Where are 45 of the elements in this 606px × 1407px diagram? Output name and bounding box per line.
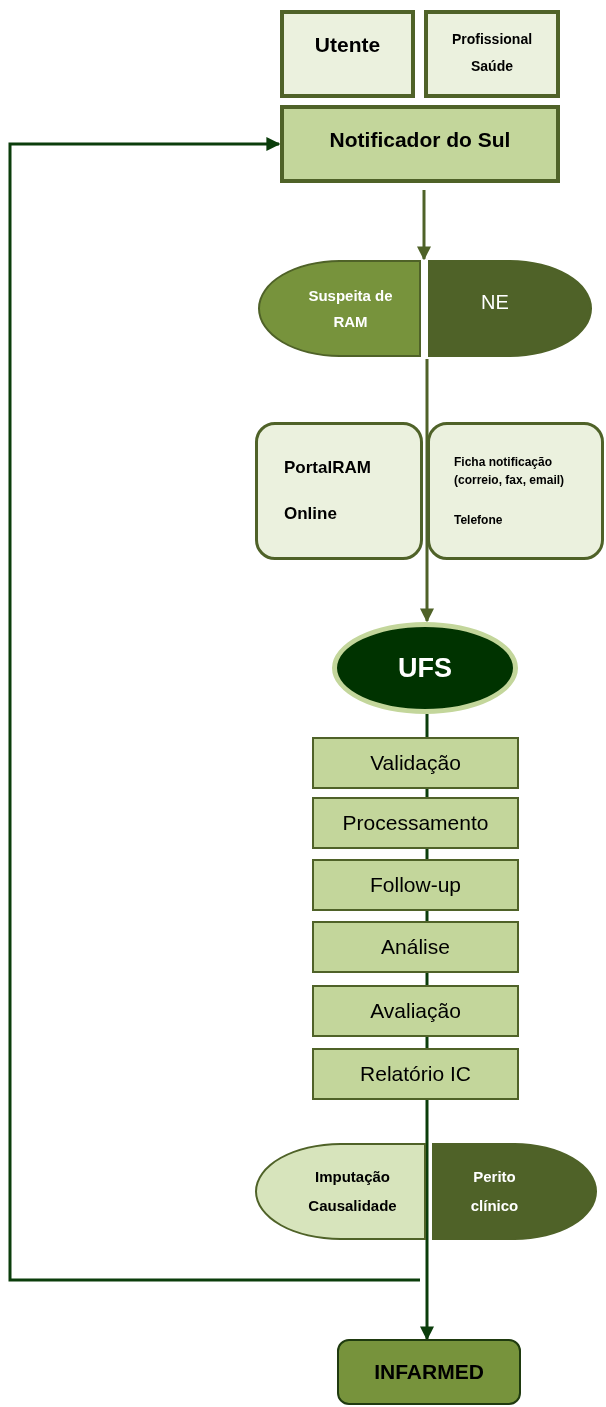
arrow: [420, 359, 434, 623]
half-pill-shape: [255, 1143, 426, 1240]
rounded-box: [337, 1339, 521, 1405]
connector-line: [425, 849, 429, 859]
step-box: [312, 1048, 519, 1100]
rounded-box: [255, 422, 423, 560]
connector-line: [425, 789, 429, 797]
person-box: [280, 10, 415, 98]
node-label: Notificador do Sul: [329, 127, 511, 153]
node-label: Suspeita de RAM: [307, 286, 394, 332]
process-box: [280, 105, 560, 183]
step-box: [312, 859, 519, 911]
step-box: [312, 985, 519, 1037]
channel-label: Telefone: [454, 512, 503, 529]
node-label: UFS: [398, 651, 452, 685]
arrow: [417, 190, 431, 261]
node-label: Follow-up: [369, 872, 461, 898]
node-label: Relatório IC: [360, 1061, 471, 1087]
node-label: Utente: [314, 32, 381, 58]
node-label: Validação: [370, 750, 461, 776]
step-box: [312, 737, 519, 789]
person-box: [424, 10, 560, 98]
connector-line: [425, 973, 429, 985]
node-label: NE: [481, 290, 509, 314]
node-label: INFARMED: [374, 1359, 484, 1385]
rounded-box: [427, 422, 604, 560]
node-label: Avaliação: [370, 998, 461, 1024]
channel-label: Online: [284, 504, 337, 525]
arrow: [420, 1100, 434, 1341]
half-pill-shape: [432, 1143, 597, 1240]
channel-label: Ficha notificação (correio, fax, email): [454, 454, 566, 489]
connector-line: [425, 714, 429, 737]
node-label: Processamento: [342, 810, 489, 836]
feedback-arrow: [8, 137, 420, 1282]
half-pill-shape: [428, 260, 592, 357]
step-box: [312, 921, 519, 973]
half-pill-shape: [258, 260, 421, 357]
connector-line: [425, 1037, 429, 1048]
channel-label: PortalRAM: [284, 457, 371, 478]
node-label: Profissional Saúde: [450, 30, 534, 76]
node-label: Imputação Causalidade: [307, 1167, 398, 1216]
step-box: [312, 797, 519, 849]
node-label: Análise: [381, 934, 450, 960]
node-label: Perito clínico: [469, 1167, 520, 1216]
connector-line: [425, 911, 429, 921]
